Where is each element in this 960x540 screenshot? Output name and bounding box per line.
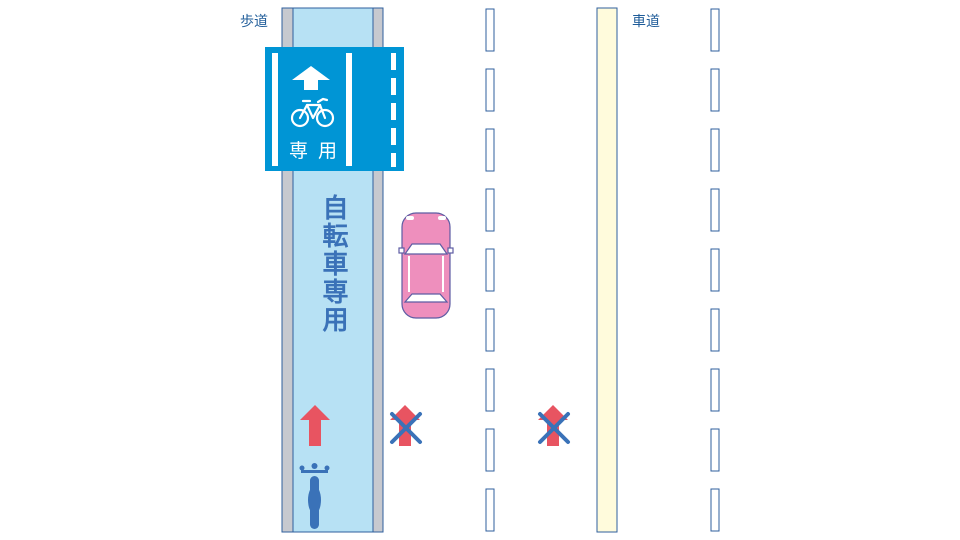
bicycle-only-sign: 専 用 [265,47,404,171]
allowed-direction-arrow-icon [300,405,330,446]
lane-dashes-1 [485,8,495,532]
bicycle-icon [290,97,335,128]
sign-dashes [391,53,396,167]
sign-text-left: 専 [289,140,308,162]
sidewalk-label: 歩道 [240,14,268,30]
arrow-up-icon [292,66,330,90]
roadway-label: 車道 [632,14,660,30]
sign-text-right: 用 [318,140,337,162]
lane-text: 自転車専用 [318,193,348,334]
prohibited-arrow-icon-1 [390,405,422,446]
car-icon [398,212,454,319]
cyclist-icon [299,463,330,529]
prohibited-arrow-icon-2 [538,405,570,446]
center-line [596,7,618,533]
lane-dashes-2 [710,8,720,532]
